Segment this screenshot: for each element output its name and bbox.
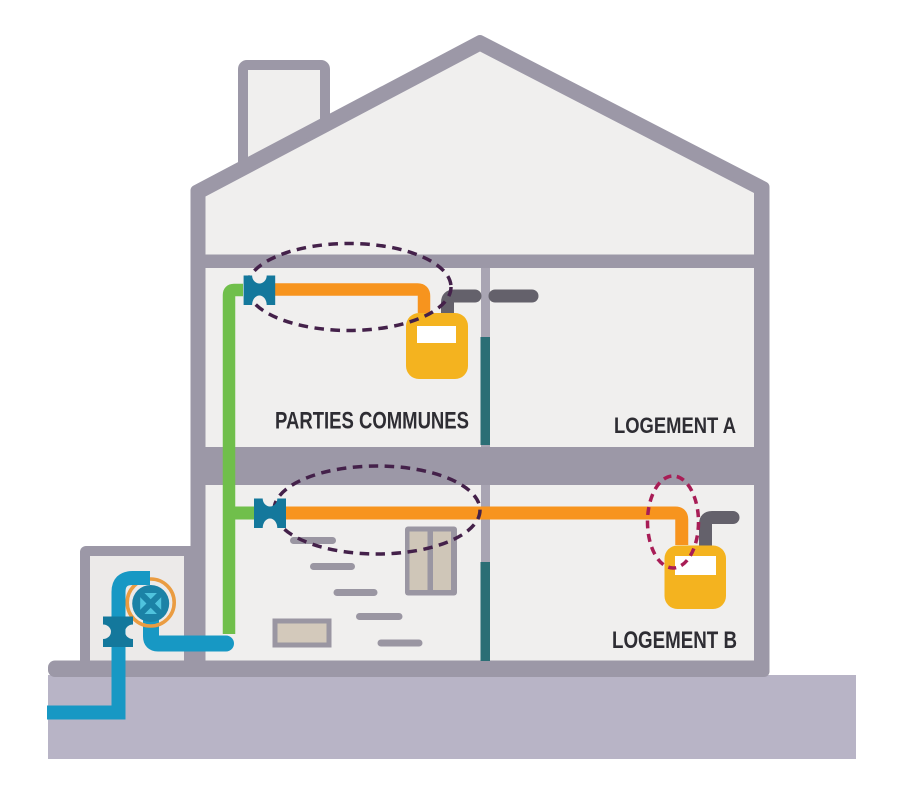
svg-text:LOGEMENT A: LOGEMENT A (614, 413, 736, 438)
svg-text:PARTIES COMMUNES: PARTIES COMMUNES (275, 408, 469, 435)
svg-text:LOGEMENT B: LOGEMENT B (612, 627, 737, 654)
